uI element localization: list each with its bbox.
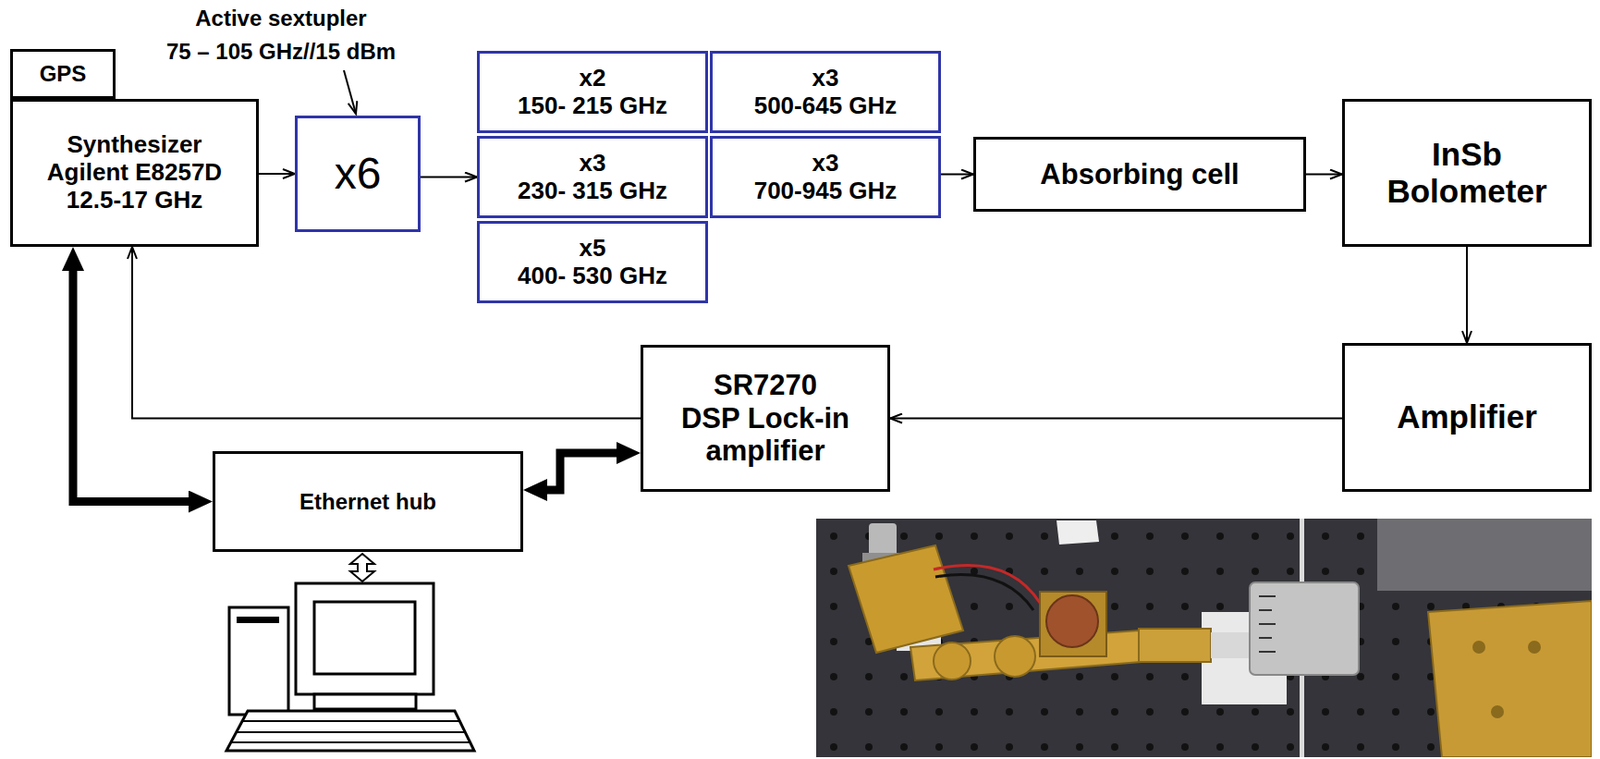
micrometer-ticks — [1258, 596, 1276, 652]
gps-box: GPS — [10, 48, 116, 99]
signal-arrow — [1465, 246, 1468, 343]
callout-label: 75 – 105 GHz//15 dBm — [166, 38, 396, 65]
synthesizer-box: Synthesizer Agilent E8257D 12.5-17 GHz — [10, 98, 259, 247]
hub-box: Ethernet hub — [212, 451, 524, 552]
box-text: GPS — [39, 61, 87, 87]
screw — [1472, 640, 1486, 654]
box-heading: x2 — [579, 64, 607, 93]
box-text: Ethernet hub — [299, 488, 437, 515]
box-text: 700-945 GHz — [754, 177, 898, 206]
paper-piece — [1056, 520, 1100, 545]
background-instrument — [1377, 518, 1592, 591]
lockin-box: SR7270DSP Lock-in amplifier — [640, 344, 891, 492]
waveguide-flange — [994, 635, 1036, 677]
multiplier-box: x3700-945 GHz — [709, 135, 941, 219]
multiplier-block — [1039, 591, 1107, 657]
monitor-frame — [295, 583, 434, 695]
box-text: 500-645 GHz — [754, 92, 898, 121]
bias-wire — [935, 574, 1034, 611]
box-text: 230- 315 GHz — [517, 177, 668, 206]
box-text: 150- 215 GHz — [517, 92, 668, 121]
waveguide-section — [1138, 628, 1211, 662]
box-heading: x3 — [812, 64, 840, 93]
tower-slot — [236, 616, 280, 623]
keyboard — [226, 710, 475, 751]
box-text: DSP Lock-in amplifier — [654, 402, 877, 468]
waveguide-section — [1210, 632, 1250, 659]
multiplier-box: x6 — [294, 115, 421, 233]
box-heading: x3 — [579, 149, 607, 178]
box-heading: x5 — [579, 234, 607, 263]
box-text: Synthesizer Agilent E8257D 12.5-17 GHz — [28, 131, 242, 215]
cell-box: Absorbing cell — [973, 136, 1307, 212]
multiplier-box: x3500-645 GHz — [709, 50, 941, 134]
computer-icon — [226, 553, 475, 751]
detector-box: InSb Bolometer — [1342, 98, 1592, 247]
hollow-double-arrow — [350, 553, 375, 582]
ethernet-link — [73, 265, 195, 502]
multiplier-box: x2150- 215 GHz — [476, 50, 709, 134]
multiplier-block — [848, 545, 964, 653]
callout-label: Active sextupler — [195, 5, 367, 32]
amplifier-box: Amplifier — [1342, 342, 1592, 492]
box-heading: SR7270 — [713, 368, 818, 403]
waveguide-flange — [933, 642, 971, 680]
box-text: Amplifier — [1396, 398, 1538, 436]
setup-photo — [816, 518, 1592, 758]
screw — [1527, 640, 1541, 654]
optical-table — [816, 518, 1592, 758]
box-text: 400- 530 GHz — [517, 262, 668, 291]
signal-arrow — [258, 172, 295, 175]
leader-line — [343, 70, 356, 114]
signal-arrow — [420, 176, 477, 179]
multiplier-box: x5400- 530 GHz — [476, 220, 709, 304]
multiplier-box: x3230- 315 GHz — [476, 135, 709, 219]
monitor-screen — [314, 601, 416, 674]
box-text: x6 — [334, 147, 382, 199]
horn-block — [1428, 600, 1592, 758]
keyboard-keys — [232, 720, 470, 743]
box-text: Absorbing cell — [1039, 158, 1239, 192]
screw — [1490, 705, 1504, 719]
box-heading: x3 — [812, 149, 840, 178]
table-holes — [816, 518, 1592, 758]
ethernet-link — [541, 452, 623, 490]
coin — [1046, 595, 1099, 648]
computer-tower — [229, 607, 289, 715]
monitor-stand — [314, 694, 416, 709]
signal-arrow — [1306, 173, 1343, 176]
signal-arrow — [940, 173, 974, 176]
box-text: InSb Bolometer — [1369, 135, 1564, 211]
micrometer-attenuator — [1249, 582, 1359, 675]
signal-arrow — [890, 417, 1343, 420]
